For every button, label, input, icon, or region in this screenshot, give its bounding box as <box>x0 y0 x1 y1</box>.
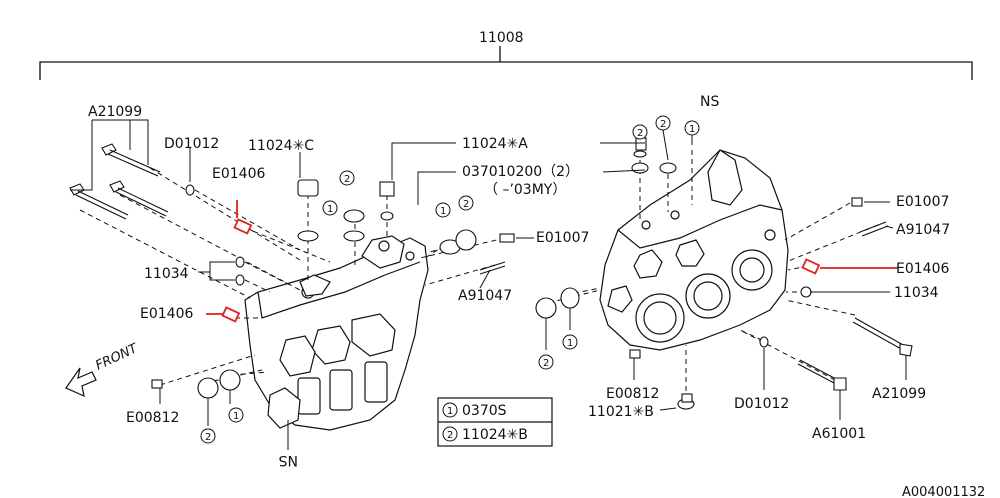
callout-circles <box>200 115 700 444</box>
front-label: FRONT <box>93 341 141 374</box>
engine-note-right: NS <box>700 94 719 110</box>
drawing-number: A004001132 <box>902 485 985 498</box>
label-a91047-right: A91047 <box>896 222 950 238</box>
callout-digit: 2 <box>637 128 643 139</box>
legend-num-1: 1 <box>447 406 453 417</box>
callout-digit: 1 <box>689 124 695 135</box>
label-037010200: 037010200（2） <box>462 164 579 180</box>
callout-digit: 2 <box>205 432 211 443</box>
label-11024c: 11024✳C <box>248 138 314 154</box>
label-e01007-right: E01007 <box>896 194 949 210</box>
callout-digit: 1 <box>440 206 446 217</box>
label-11034-left: 11034 <box>144 266 189 282</box>
assembly-bracket <box>39 46 973 80</box>
label-03my: （ –’03MY） <box>484 182 566 198</box>
assembly-label: 11008 <box>479 30 524 46</box>
legend-part-1: 0370S <box>462 403 507 419</box>
label-d01012-right: D01012 <box>734 396 789 412</box>
legend-part-2: 11024✳B <box>462 427 528 443</box>
label-d01012-left: D01012 <box>164 136 219 152</box>
label-a21099-left: A21099 <box>88 104 142 120</box>
highlighted-dowels <box>206 200 898 323</box>
label-e01406-right: E01406 <box>896 261 949 277</box>
left-crankcase-half <box>244 235 429 431</box>
callout-digit: 2 <box>660 119 666 130</box>
label-11021b: 11021✳B <box>588 404 654 420</box>
callout-digit: 2 <box>543 358 549 369</box>
label-a61001: A61001 <box>812 426 866 442</box>
callout-digit: 1 <box>567 338 573 349</box>
solid-leaders <box>70 119 907 450</box>
callout-digit: 2 <box>463 199 469 210</box>
callout-digit: 2 <box>344 174 350 185</box>
right-crankcase-half <box>599 149 789 351</box>
label-e01007-mid: E01007 <box>536 230 589 246</box>
legend-num-2: 2 <box>447 430 453 441</box>
label-a91047-mid: A91047 <box>458 288 512 304</box>
fasteners <box>69 137 913 410</box>
engine-note-left: NS <box>279 452 298 468</box>
legend-box: 1 2 0370S 11024✳B <box>437 397 553 447</box>
label-11024a: 11024✳A <box>462 136 528 152</box>
label-e01406-lower-left: E01406 <box>140 306 193 322</box>
front-arrow-icon <box>65 367 97 398</box>
label-11034-right: 11034 <box>894 285 939 301</box>
part-labels: A21099 D01012 11024✳C E01406 11024✳A 037… <box>88 94 950 468</box>
callout-digits: 1 2 1 2 2 1 2 1 2 1 2 <box>205 119 695 443</box>
callout-digit: 1 <box>327 204 333 215</box>
label-e00812-left: E00812 <box>126 410 179 426</box>
label-e00812-mid: E00812 <box>606 386 659 402</box>
label-a21099-right: A21099 <box>872 386 926 402</box>
label-e01406-upper-left: E01406 <box>212 166 265 182</box>
callout-digit: 1 <box>233 411 239 422</box>
front-indicator: FRONT <box>65 341 141 398</box>
